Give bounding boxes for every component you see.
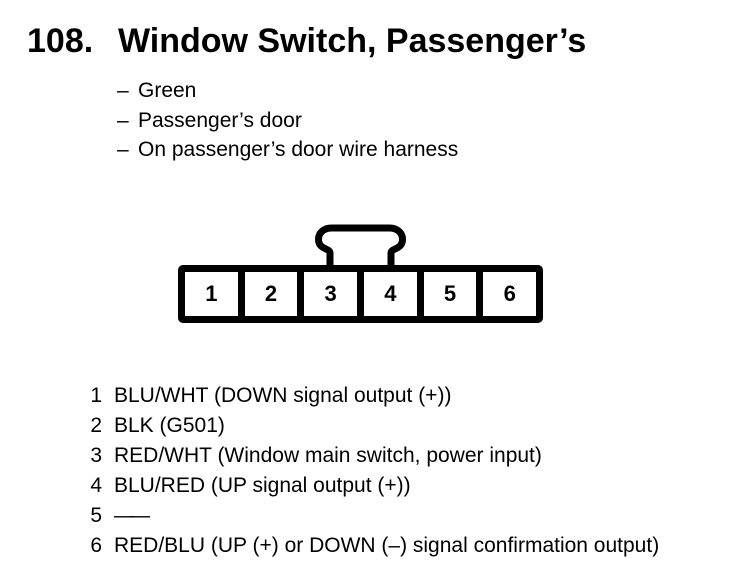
cavity-number: 5 [443,281,457,306]
pin-description: BLK (G501) [114,414,225,437]
connector-cavity: 1 [185,272,238,316]
pin-number: 3 [90,444,102,467]
dash-marker: – [117,79,129,102]
dash-marker: – [117,138,129,161]
pin-row: 6 RED/BLU (UP (+) or DOWN (–) signal con… [0,531,659,561]
section-number: 108. [27,22,94,60]
pin-number: 1 [90,384,102,407]
pin-row: 1 BLU/WHT (DOWN signal output (+)) [0,381,659,411]
cavity-number: 6 [503,281,516,306]
pin-description: BLU/WHT (DOWN signal output (+)) [114,384,452,407]
pin-description: RED/BLU (UP (+) or DOWN (–) signal confi… [114,534,660,557]
detail-text: Green [138,79,197,102]
detail-item: –Green [117,76,458,106]
cavity-number: 4 [384,281,397,306]
dash-marker: – [117,108,129,132]
detail-text: On passenger’s door wire harness [138,138,459,161]
cavity-number: 3 [324,281,337,306]
detail-text: Passenger’s door [138,108,302,132]
cavity-number: 1 [205,281,218,306]
detail-item: –Passenger’s door [117,106,458,136]
connector-cavity: 6 [483,272,537,316]
connector-cavity: 4 [364,272,417,316]
pin-description: —— [114,504,150,527]
pin-row: 2 BLK (G501) [0,411,659,441]
pin-number: 2 [90,414,102,437]
detail-item: –On passenger’s door wire harness [117,135,458,165]
pin-row: 3 RED/WHT (Window main switch, power inp… [0,441,659,471]
connector-lock-tab-icon [315,224,406,271]
pin-legend: 1 BLU/WHT (DOWN signal output (+)) 2 BLK… [0,381,659,561]
pin-number: 4 [90,474,102,497]
cavity-number: 2 [264,281,278,306]
connector-cavity: 2 [244,272,298,316]
connector-cavity: 3 [304,272,358,316]
connector-body: 1 2 3 4 5 6 [178,265,543,323]
pin-row: 4 BLU/RED (UP signal output (+)) [0,471,659,501]
pin-number: 6 [90,534,102,557]
section-title: Window Switch, Passenger’s [118,22,587,60]
connector-details-list: –Green –Passenger’s door –On passenger’s… [117,76,458,165]
connector-cavity: 5 [423,272,477,316]
pin-number: 5 [90,504,102,527]
pin-description: BLU/RED (UP signal output (+)) [114,474,411,497]
pin-description: RED/WHT (Window main switch, power input… [114,444,542,467]
pin-row: 5 —— [0,501,659,531]
